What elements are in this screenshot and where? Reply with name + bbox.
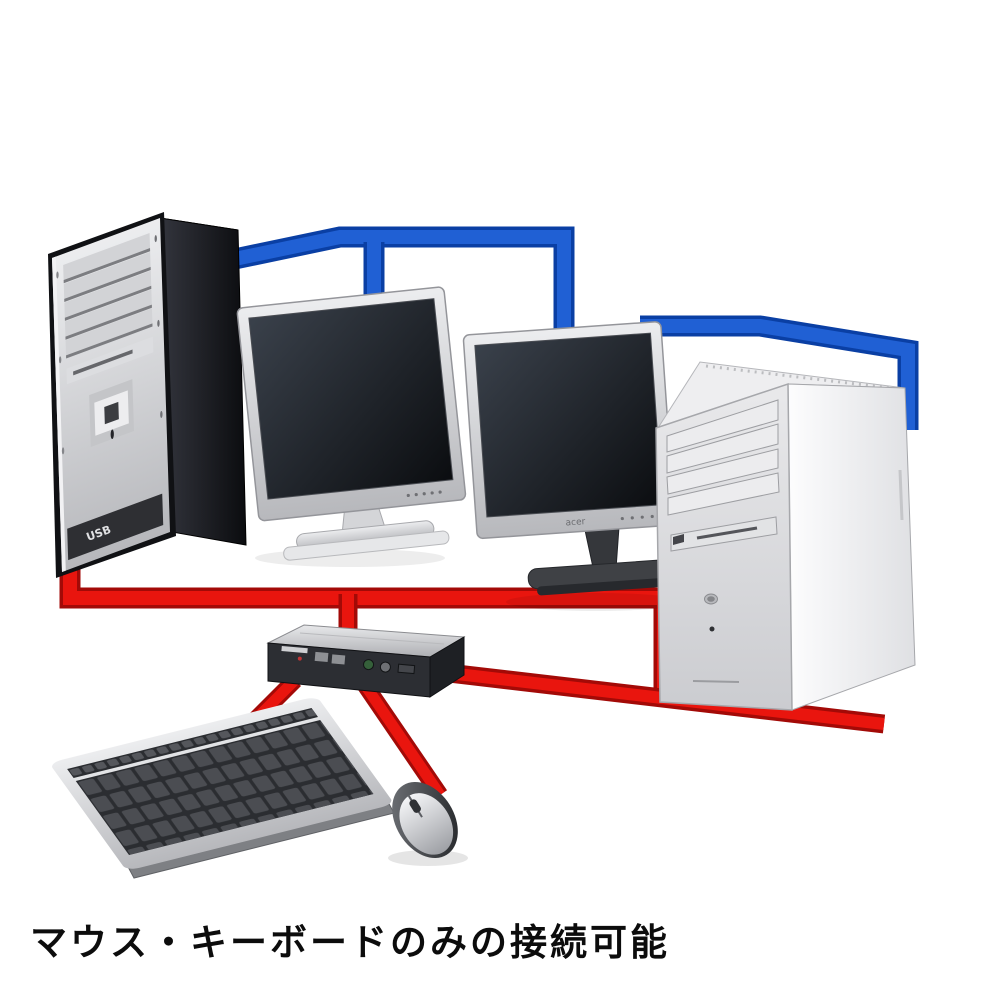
kvm-port [397, 663, 416, 675]
black-tower-front-highlight [52, 256, 66, 572]
red-cable-mouse-core [360, 681, 445, 799]
kvm-top-groove [299, 632, 445, 645]
drive-bay [667, 472, 780, 516]
drive-bay-gap [65, 304, 152, 340]
floppy-slot [73, 349, 133, 376]
red-cable-to-mouse [357, 680, 448, 800]
right-monitor-shadow [506, 593, 686, 611]
drive-bay [65, 308, 153, 356]
screw [61, 447, 65, 455]
monitor-button [406, 493, 410, 498]
white-tower-side-handle [898, 469, 904, 521]
screw [58, 356, 62, 364]
caption-text: マウス・キーボードのみの接続可能 [30, 921, 670, 964]
black-pc-tower: USB [48, 212, 247, 578]
drive-bay [64, 270, 152, 318]
kvm-led [297, 656, 302, 661]
drive-bay-gap [64, 266, 151, 303]
monitor-button [620, 516, 624, 521]
kvm-front-details [281, 645, 416, 675]
monitor-button [438, 490, 442, 494]
right-monitor-screen [474, 332, 663, 518]
drive-bay [666, 399, 779, 453]
right-monitor-brand-label: acer [565, 517, 586, 528]
monitor-button [414, 492, 418, 497]
kvm-audio-port [363, 659, 375, 671]
blue-cable-left-loop [227, 226, 575, 334]
blue-cable-right-core [640, 319, 915, 430]
screw [160, 410, 163, 418]
drive-bay-gap [64, 285, 152, 321]
kvm-switch [266, 624, 466, 698]
drive-bay [63, 251, 151, 299]
left-monitor-base-plate [283, 530, 450, 561]
kvm-select-button [314, 651, 329, 663]
front-bottom-strip [67, 493, 164, 561]
floppy-slot [696, 526, 758, 540]
black-tower-front-panel [52, 218, 170, 572]
kvm-label-plate [281, 645, 308, 654]
drive-bay [666, 448, 779, 495]
drive-bay [63, 232, 151, 281]
drive-bay [64, 289, 152, 337]
monitor-button [650, 514, 654, 519]
mouse-scroll-wheel [409, 799, 421, 813]
kvm-front [267, 642, 431, 698]
mouse-shadow [388, 850, 468, 866]
screw [56, 271, 59, 279]
power-button [104, 401, 119, 425]
right-monitor-base-lip [537, 577, 677, 596]
kvm-usb-port [379, 661, 391, 673]
blue-cable-right [640, 315, 919, 430]
keyboard-body [52, 698, 392, 869]
white-pc-tower [655, 361, 916, 711]
keyboard-function-keys [67, 707, 318, 779]
drive-bay [666, 423, 779, 474]
screw [157, 319, 160, 327]
keyboard-keys [75, 719, 374, 856]
left-monitor [236, 286, 467, 567]
power-led [709, 626, 715, 632]
right-monitor: acer [462, 321, 686, 611]
front-badge [692, 680, 740, 683]
floppy-window [673, 534, 684, 545]
monitor-button [640, 515, 644, 519]
left-monitor-screen [248, 298, 454, 500]
monitor-button [630, 516, 634, 520]
kvm-select-button [331, 654, 346, 665]
white-tower-top-vents [705, 364, 899, 391]
drive-bay-gap [63, 248, 151, 284]
monitor-button [422, 492, 426, 496]
power-led [110, 429, 114, 439]
keyboard [52, 698, 395, 879]
white-tower-side [787, 383, 916, 711]
screw [154, 235, 157, 243]
blue-cable-left-core [228, 230, 571, 334]
drive-bay-gap [66, 323, 153, 359]
monitor-button [430, 491, 434, 495]
power-button-inner [707, 596, 715, 602]
mouse [388, 781, 468, 866]
